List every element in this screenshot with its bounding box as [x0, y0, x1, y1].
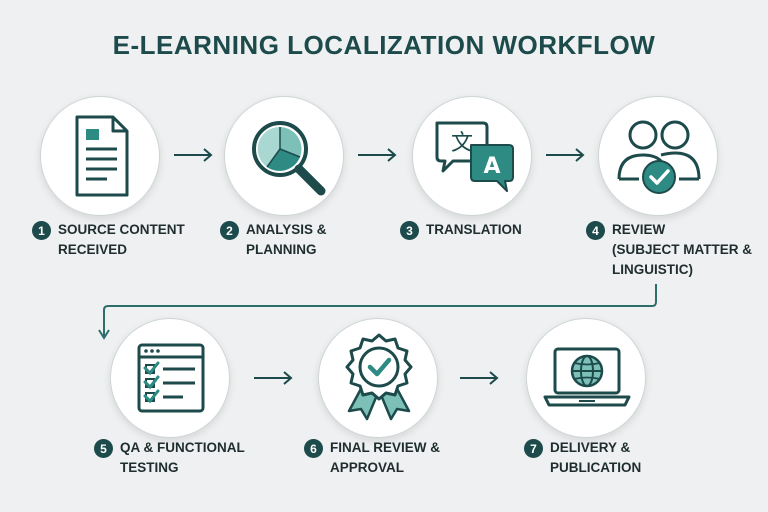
step-4-number: 4 — [586, 221, 605, 240]
approval-badge-icon — [345, 333, 413, 421]
arrow-6-7 — [460, 371, 499, 385]
step-1-text: SOURCE CONTENT RECEIVED — [58, 222, 185, 257]
step-5-label: 5 QA & FUNCTIONAL TESTING — [94, 438, 245, 478]
translate-icon: 文 A — [435, 121, 514, 192]
step-4-icon-circle — [598, 96, 718, 216]
step-4-text: REVIEW (SUBJECT MATTER & LINGUISTIC) — [612, 222, 752, 277]
step-3-text: TRANSLATION — [426, 222, 522, 237]
step-7-number: 7 — [524, 439, 543, 458]
checklist-window-icon — [137, 343, 205, 413]
step-2-number: 2 — [220, 221, 239, 240]
arrow-1-2 — [174, 148, 213, 162]
arrow-2-3 — [358, 148, 397, 162]
step-5-icon-circle — [110, 318, 230, 438]
step-4-label: 4 REVIEW (SUBJECT MATTER & LINGUISTIC) — [586, 220, 752, 280]
step-6-text: FINAL REVIEW & APPROVAL — [330, 440, 441, 475]
step-3-number: 3 — [400, 221, 419, 240]
step-2-text: ANALYSIS & PLANNING — [246, 222, 327, 257]
step-1-label: 1 SOURCE CONTENT RECEIVED — [32, 220, 185, 260]
step-1-icon-circle — [40, 96, 160, 216]
reviewers-check-icon — [617, 120, 701, 194]
magnifier-chart-icon — [252, 121, 326, 196]
step-7-text: DELIVERY & PUBLICATION — [550, 440, 642, 475]
step-5-text: QA & FUNCTIONAL TESTING — [120, 440, 245, 475]
step-5-number: 5 — [94, 439, 113, 458]
step-3-label: 3 TRANSLATION — [400, 220, 522, 240]
step-7-label: 7 DELIVERY & PUBLICATION — [524, 438, 641, 478]
step-2-label: 2 ANALYSIS & PLANNING — [220, 220, 327, 260]
step-7-icon-circle — [526, 318, 646, 438]
arrow-5-6 — [254, 371, 293, 385]
document-icon — [75, 115, 129, 197]
page-title: E-LEARNING LOCALIZATION WORKFLOW — [112, 30, 656, 60]
step-3-icon-circle: 文 A — [412, 96, 532, 216]
arrow-3-4 — [546, 148, 585, 162]
step-6-icon-circle — [318, 318, 438, 438]
source-glyph: 文 — [451, 131, 473, 156]
step-2-icon-circle — [224, 96, 344, 216]
step-1-number: 1 — [32, 221, 51, 240]
target-glyph: A — [483, 154, 500, 179]
step-6-number: 6 — [304, 439, 323, 458]
laptop-globe-icon — [543, 347, 631, 407]
step-6-label: 6 FINAL REVIEW & APPROVAL — [304, 438, 440, 478]
